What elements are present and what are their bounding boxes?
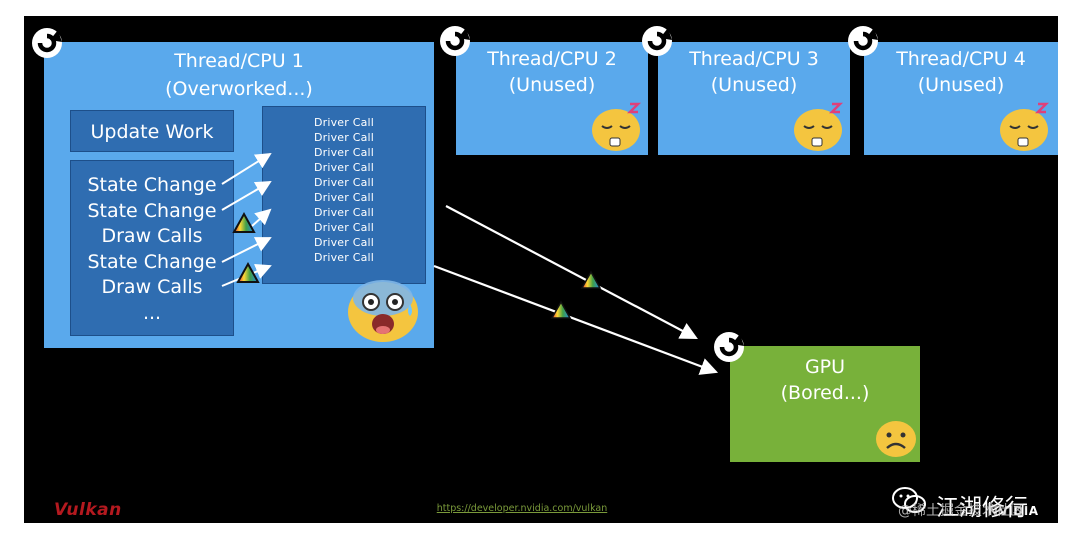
cpu1-subtitle: (Overworked...) xyxy=(165,78,313,100)
refresh-icon xyxy=(440,26,470,56)
watermark-sub: @稀土掘金技术社区 xyxy=(898,503,1024,519)
driver-call: Driver Call xyxy=(313,251,375,264)
refresh-icon xyxy=(642,26,672,56)
watermark-title: 江湖修行 xyxy=(936,495,1028,521)
driver-call: Driver Call xyxy=(313,236,375,249)
slide: Thread/CPU 1 (Overworked...) Update Work… xyxy=(24,16,1058,523)
nvidia-logo: NVIDIA xyxy=(988,504,1039,518)
driver-call: Driver Call xyxy=(313,206,375,219)
cpu3-box: Thread/CPU 3 (Unused) xyxy=(658,42,850,155)
cpu1-title: Thread/CPU 1 xyxy=(174,50,304,72)
cpu2-title: Thread/CPU 2 xyxy=(487,48,617,70)
arrow xyxy=(221,152,272,185)
arrow-to-gpu xyxy=(445,205,698,340)
work-item: Draw Calls xyxy=(101,276,203,299)
arrow xyxy=(221,180,272,211)
work-item: ... xyxy=(142,301,162,324)
cpu3-title: Thread/CPU 3 xyxy=(689,48,819,70)
triangle-icon xyxy=(232,211,256,233)
triangle-icon xyxy=(236,261,260,283)
sleeping-face-icon xyxy=(794,102,844,151)
update-work-box: Update Work xyxy=(70,110,234,152)
work-item: State Change xyxy=(87,250,217,273)
scared-face-icon xyxy=(348,280,418,342)
driver-call: Driver Call xyxy=(313,131,375,144)
driver-call: Driver Call xyxy=(313,161,375,174)
cpu2-box: Thread/CPU 2 (Unused) xyxy=(456,42,648,155)
driver-call: Driver Call xyxy=(313,191,375,204)
arrow-to-gpu xyxy=(433,264,719,375)
cpu3-subtitle: (Unused) xyxy=(710,74,798,96)
driver-call: Driver Call xyxy=(313,116,375,129)
nvidia-url-link[interactable]: https://developer.nvidia.com/vulkan xyxy=(436,503,608,514)
refresh-icon xyxy=(32,28,62,58)
driver-call: Driver Call xyxy=(313,146,375,159)
cpu4-box: Thread/CPU 4 (Unused) xyxy=(864,42,1058,155)
triangle-icon xyxy=(580,270,602,289)
work-stack: State Change State Change Draw Calls Sta… xyxy=(70,160,234,336)
cpu1-box: Thread/CPU 1 (Overworked...) Update Work… xyxy=(44,42,434,348)
sleeping-face-icon xyxy=(1000,102,1050,151)
cpu4-subtitle: (Unused) xyxy=(917,74,1005,96)
gpu-title: GPU xyxy=(804,356,846,378)
gpu-box: GPU (Bored...) xyxy=(730,346,920,462)
arrow xyxy=(251,208,272,227)
triangle-icon xyxy=(550,300,572,319)
work-item: Draw Calls xyxy=(101,225,203,248)
refresh-icon xyxy=(848,26,878,56)
arrow xyxy=(221,237,272,263)
cpu4-title: Thread/CPU 4 xyxy=(896,48,1026,70)
sleeping-face-icon xyxy=(592,102,642,151)
cpu2-subtitle: (Unused) xyxy=(508,74,596,96)
refresh-icon xyxy=(714,332,744,362)
arrows-overlay xyxy=(221,152,719,375)
driver-call: Driver Call xyxy=(313,176,375,189)
driver-call-stack: Driver Call Driver Call Driver Call Driv… xyxy=(262,106,426,284)
work-item: State Change xyxy=(87,174,217,196)
frowning-face-icon xyxy=(876,421,916,457)
wechat-icon xyxy=(892,487,926,513)
work-item: State Change xyxy=(87,199,217,222)
gpu-subtitle: (Bored...) xyxy=(780,382,870,404)
vulkan-logo: Vulkan xyxy=(54,500,122,520)
driver-call: Driver Call xyxy=(313,221,375,234)
